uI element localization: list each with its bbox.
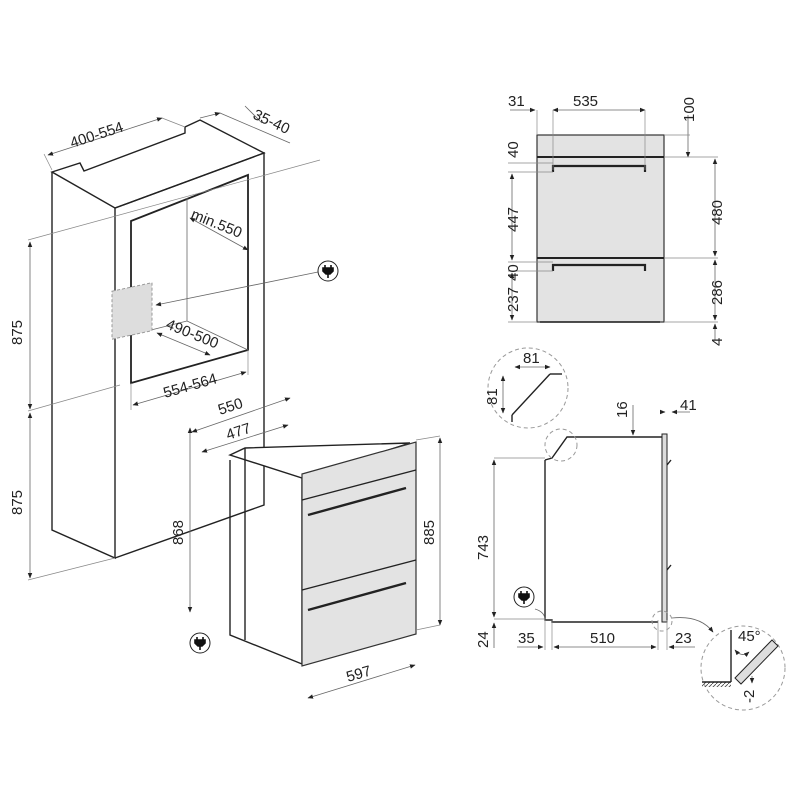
dim-depth-body: 477 bbox=[224, 420, 253, 444]
dim-door-thickness: 41 bbox=[680, 397, 697, 414]
side-view-dimensions: 81 81 16 41 743 24 35 510 23 45° -2 bbox=[475, 350, 786, 711]
dim-rear-offset: 35 bbox=[518, 630, 535, 647]
dim-height-lower: 875 bbox=[9, 490, 26, 515]
dim-depth-gap: 35-40 bbox=[250, 106, 292, 138]
dim-drawer2-right: 286 bbox=[709, 280, 726, 305]
power-plug-icon bbox=[513, 586, 535, 608]
dim-front-offset: 23 bbox=[675, 630, 692, 647]
front-view bbox=[536, 134, 665, 323]
dim-bottom-gap: 4 bbox=[709, 338, 726, 346]
dim-opening-width: 554-564 bbox=[161, 370, 219, 402]
iso-cabinet bbox=[50, 119, 266, 560]
dim-inner-depth: 490-500 bbox=[164, 316, 221, 352]
dim-base-height: 24 bbox=[475, 631, 492, 648]
dim-drawer1-height: 447 bbox=[505, 207, 522, 232]
dim-handle-width: 535 bbox=[573, 93, 598, 110]
dim-chamfer-height: 81 bbox=[484, 388, 501, 405]
dim-front-width: 597 bbox=[344, 663, 373, 686]
iso-appliance bbox=[228, 441, 417, 667]
dim-top-gap-side: 16 bbox=[614, 401, 631, 418]
front-view-dimensions: 31 535 100 480 286 4 40 447 40 237 bbox=[505, 93, 726, 346]
appliance-dimensions: 550 477 868 885 597 bbox=[170, 395, 443, 699]
dim-chamfer-width: 81 bbox=[523, 350, 540, 367]
dim-side-body-height: 743 bbox=[475, 535, 492, 560]
power-plug-icon bbox=[189, 632, 211, 654]
dim-top-gap: 100 bbox=[681, 97, 698, 122]
power-plug-icon bbox=[317, 260, 339, 282]
dim-left-offset: 31 bbox=[508, 93, 525, 110]
dim-side-depth: 510 bbox=[590, 630, 615, 647]
cabinet-dimensions: 400-554 35-40 min.550 490-500 554-564 87… bbox=[9, 105, 339, 581]
dim-front-height: 885 bbox=[421, 520, 438, 545]
dim-drawer2-height: 237 bbox=[505, 287, 522, 312]
dim-handle-gap-2: 40 bbox=[505, 264, 522, 281]
dim-angle: 45° bbox=[738, 628, 761, 645]
dim-width-range: 400-554 bbox=[68, 119, 126, 152]
dim-body-height: 868 bbox=[170, 520, 187, 545]
dim-depth-total: 550 bbox=[216, 395, 245, 419]
dim-drawer1-right: 480 bbox=[709, 200, 726, 225]
dim-handle-gap-1: 40 bbox=[505, 141, 522, 158]
side-view bbox=[487, 347, 672, 623]
dim-min-depth: min.550 bbox=[189, 206, 245, 242]
dim-floor-offset: -2 bbox=[741, 690, 758, 703]
dim-height-upper: 875 bbox=[9, 320, 26, 345]
